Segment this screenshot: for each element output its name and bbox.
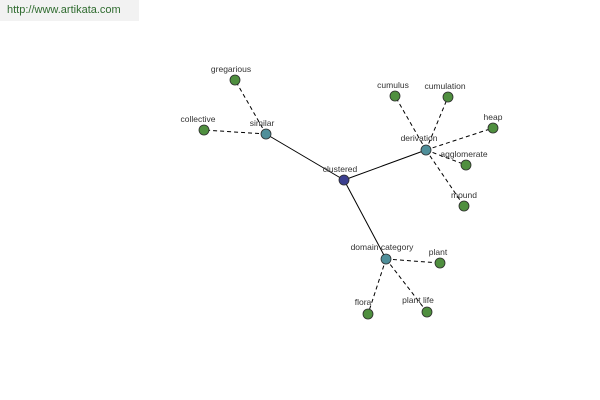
edges-layer	[203, 79, 494, 315]
edge-derivation-to-heap	[425, 127, 494, 151]
edge-derivation-to-agglomerate	[425, 149, 467, 166]
node-label-collective[interactable]: collective	[181, 114, 216, 124]
node-collective[interactable]: collective	[181, 114, 216, 136]
node-label-gregarious[interactable]: gregarious	[211, 64, 251, 74]
edge-derivation-to-cumulation	[425, 96, 449, 151]
node-dot-agglomerate[interactable]	[460, 159, 472, 171]
node-dot-cumulus[interactable]	[389, 90, 401, 102]
edge-derivation-to-mound	[425, 149, 465, 207]
node-plant-life[interactable]: plant life	[402, 295, 434, 318]
node-dot-plant[interactable]	[434, 257, 446, 269]
node-domain-category[interactable]: domain category	[351, 242, 415, 265]
edge-clustered-to-derivation	[343, 149, 427, 181]
edge-clustered-to-domain-category	[343, 179, 387, 260]
edge-clustered-to-similar	[265, 133, 345, 181]
node-similar[interactable]: similar	[250, 118, 275, 140]
node-agglomerate[interactable]: agglomerate	[440, 149, 488, 171]
node-label-derivation[interactable]: derivation	[401, 133, 438, 143]
node-dot-heap[interactable]	[487, 122, 499, 134]
node-dot-plant-life[interactable]	[421, 306, 433, 318]
node-label-similar[interactable]: similar	[250, 118, 275, 128]
node-derivation[interactable]: derivation	[401, 133, 438, 156]
node-label-domain-category[interactable]: domain category	[351, 242, 415, 252]
edge-derivation-to-cumulus	[394, 95, 427, 151]
site-url-link[interactable]: http://www.artikata.com	[0, 0, 139, 21]
node-label-plant-life[interactable]: plant life	[402, 295, 434, 305]
edge-domain-category-to-plant	[385, 258, 441, 264]
node-clustered[interactable]: clustered	[323, 164, 358, 186]
node-dot-clustered[interactable]	[338, 174, 350, 186]
node-label-plant[interactable]: plant	[429, 247, 448, 257]
nodes-layer: clustered similar derivation domain categor…	[181, 64, 503, 320]
node-label-clustered[interactable]: clustered	[323, 164, 358, 174]
node-dot-domain-category[interactable]	[380, 253, 392, 265]
node-dot-derivation[interactable]	[420, 144, 432, 156]
node-label-heap[interactable]: heap	[484, 112, 503, 122]
node-dot-cumulation[interactable]	[442, 91, 454, 103]
node-label-cumulation[interactable]: cumulation	[424, 81, 465, 91]
edge-similar-to-gregarious	[234, 79, 267, 135]
node-label-cumulus[interactable]: cumulus	[377, 80, 409, 90]
node-dot-mound[interactable]	[458, 200, 470, 212]
node-label-mound[interactable]: mound	[451, 190, 477, 200]
node-plant[interactable]: plant	[429, 247, 448, 269]
node-label-agglomerate[interactable]: agglomerate	[440, 149, 488, 159]
node-dot-similar[interactable]	[260, 128, 272, 140]
node-heap[interactable]: heap	[484, 112, 503, 134]
node-cumulus[interactable]: cumulus	[377, 80, 409, 102]
node-dot-gregarious[interactable]	[229, 74, 241, 86]
node-gregarious[interactable]: gregarious	[211, 64, 251, 86]
node-label-flora[interactable]: flora	[355, 297, 372, 307]
edge-domain-category-to-flora	[367, 258, 387, 315]
node-mound[interactable]: mound	[451, 190, 477, 212]
node-dot-flora[interactable]	[362, 308, 374, 320]
node-dot-collective[interactable]	[198, 124, 210, 136]
node-flora[interactable]: flora	[355, 297, 374, 320]
node-cumulation[interactable]: cumulation	[424, 81, 466, 103]
edge-similar-to-collective	[203, 129, 267, 135]
